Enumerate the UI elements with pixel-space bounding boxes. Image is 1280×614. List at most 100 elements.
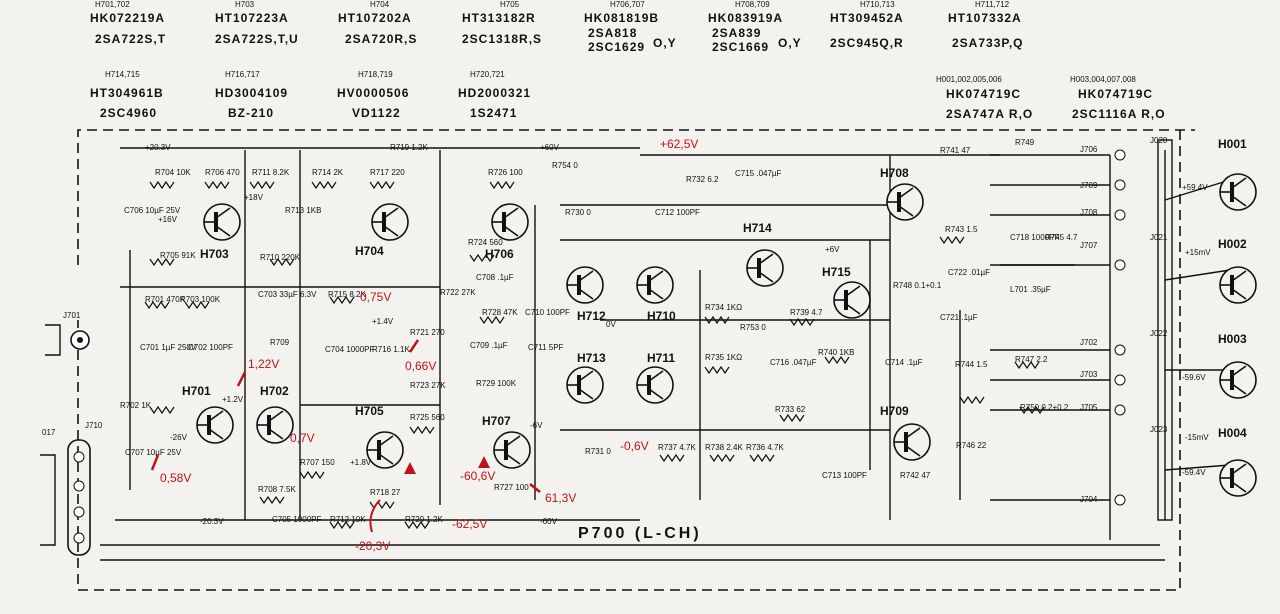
label-r707: R707 150 bbox=[300, 458, 335, 467]
label-r734: R734 1KΩ bbox=[705, 303, 742, 312]
label-r721: R721 270 bbox=[410, 328, 445, 337]
rail-label: -20.3V bbox=[200, 517, 224, 526]
label-c713: C713 100PF bbox=[822, 471, 867, 480]
transistor-symbol-h003 bbox=[1219, 361, 1257, 399]
label-c718: C718 1000PF bbox=[1010, 233, 1059, 242]
part-number: HT107332A bbox=[948, 11, 1022, 25]
ref-h002: H002 bbox=[1218, 237, 1247, 251]
transistor-symbol-h701 bbox=[196, 406, 234, 444]
label-r715: R715 8.2K bbox=[328, 290, 366, 299]
label-r747: R747 2.2 bbox=[1015, 355, 1048, 364]
label-r729: R729 100K bbox=[476, 379, 517, 388]
transistor-symbol-h714 bbox=[746, 249, 784, 287]
measurement-arrow bbox=[150, 454, 160, 471]
resistor-symbol bbox=[329, 520, 355, 530]
part-ref: H001,002,005,006 bbox=[936, 75, 1002, 84]
rail-labels: +60V -60V +20.3V -20.3V +15mV -15mV +59.… bbox=[145, 143, 1211, 526]
ref-h713: H713 bbox=[577, 351, 606, 365]
board-label: P700 (L-CH) bbox=[578, 525, 702, 542]
label-r724: R724 560 bbox=[468, 238, 503, 247]
part-number: HK072219A bbox=[90, 11, 165, 25]
measurement: -20,3V bbox=[355, 539, 390, 553]
wiring bbox=[100, 147, 1231, 561]
rail-label: +16V bbox=[158, 215, 178, 224]
label-r749: R749 bbox=[1015, 138, 1035, 147]
label-j709: J709 bbox=[1080, 181, 1098, 190]
label-j710: J710 bbox=[85, 421, 103, 430]
transistor-symbol-h712 bbox=[566, 266, 604, 304]
part-type: 2SA818 bbox=[588, 26, 637, 40]
label-r743: R743 1.5 bbox=[945, 225, 978, 234]
transistor-symbol-h707 bbox=[493, 431, 531, 469]
measurement-arrow bbox=[369, 499, 381, 533]
input-jack bbox=[40, 324, 91, 556]
label-r742: R742 47 bbox=[900, 471, 931, 480]
label-r718: R718 27 bbox=[370, 488, 401, 497]
label-r733: R733 62 bbox=[775, 405, 806, 414]
label-c709: C709 .1µF bbox=[470, 341, 508, 350]
part-ref: H708,709 bbox=[735, 0, 770, 9]
transistor-symbol-h706 bbox=[491, 203, 529, 241]
transistor-symbol-h004 bbox=[1219, 459, 1257, 497]
label-r713: R713 1KB bbox=[285, 206, 321, 215]
part-ref: H705 bbox=[500, 0, 520, 9]
resistor-symbol bbox=[659, 453, 685, 463]
label-j704: J704 bbox=[1080, 495, 1098, 504]
transistor-symbol-h705 bbox=[366, 431, 404, 469]
resistor-symbol bbox=[369, 180, 395, 190]
measurement: 61,3V bbox=[545, 491, 576, 505]
ref-h705: H705 bbox=[355, 404, 384, 418]
resistor-symbol bbox=[404, 520, 430, 530]
ref-h703: H703 bbox=[200, 247, 229, 261]
label-c707: C707 10µF 25V bbox=[125, 448, 182, 457]
resistor-symbol bbox=[709, 453, 735, 463]
part-number: HT304961B bbox=[90, 86, 164, 100]
resistor-symbol bbox=[311, 180, 337, 190]
rail-label: +18V bbox=[244, 193, 264, 202]
ref-h709: H709 bbox=[880, 404, 909, 418]
resistor-symbol bbox=[184, 300, 210, 310]
part-number: HK081819B bbox=[584, 11, 659, 25]
part-ref: H716,717 bbox=[225, 70, 260, 79]
part-ref: H003,004,007,008 bbox=[1070, 75, 1136, 84]
label-c715: C715 .047µF bbox=[735, 169, 782, 178]
resistor-symbol bbox=[1014, 360, 1040, 370]
label-r736: R736 4.7K bbox=[746, 443, 784, 452]
transistor-symbol-h713 bbox=[566, 366, 604, 404]
measurement: -62,5V bbox=[452, 517, 487, 531]
part-type: 1S2471 bbox=[470, 106, 517, 120]
transistor-symbol-h704 bbox=[371, 203, 409, 241]
label-r739: R739 4.7 bbox=[790, 308, 823, 317]
label-j703: J703 bbox=[1080, 370, 1098, 379]
label-r737: R737 4.7K bbox=[658, 443, 696, 452]
ref-h715: H715 bbox=[822, 265, 851, 279]
label-c703: C703 33µF 6.3V bbox=[258, 290, 317, 299]
part-number: HK074719C bbox=[1078, 87, 1153, 101]
label-r731: R731 0 bbox=[585, 447, 611, 456]
measurement-arrow bbox=[404, 462, 416, 474]
label-j706: J706 bbox=[1080, 145, 1098, 154]
rail-label: -15mV bbox=[1185, 433, 1209, 442]
label-r754: R754 0 bbox=[552, 161, 578, 170]
label-c710: C710 100PF bbox=[525, 308, 570, 317]
rail-label: +1.2V bbox=[222, 395, 244, 404]
label-r710: R710 220K bbox=[260, 253, 301, 262]
part-number: HT313182R bbox=[462, 11, 536, 25]
part-ref: H706,707 bbox=[610, 0, 645, 9]
label-c721: C721 .1µF bbox=[940, 313, 978, 322]
resistor-symbol bbox=[479, 315, 505, 325]
part-type-extra: 2SC1669 bbox=[712, 40, 769, 54]
rail-label: +20.3V bbox=[145, 143, 171, 152]
label-c711: C711 5PF bbox=[528, 343, 564, 352]
ref-h714: H714 bbox=[743, 221, 772, 235]
part-type: 2SC4960 bbox=[100, 106, 157, 120]
part-ref: H710,713 bbox=[860, 0, 895, 9]
label-j701: J701 bbox=[63, 311, 81, 320]
resistor-symbol bbox=[959, 395, 985, 405]
label-r717: R717 220 bbox=[370, 168, 405, 177]
ref-h701: H701 bbox=[182, 384, 211, 398]
ref-h708: H708 bbox=[880, 166, 909, 180]
label-j705: J705 bbox=[1080, 403, 1098, 412]
rail-label: -59.6V bbox=[1182, 373, 1206, 382]
label-j708: J708 bbox=[1080, 208, 1098, 217]
